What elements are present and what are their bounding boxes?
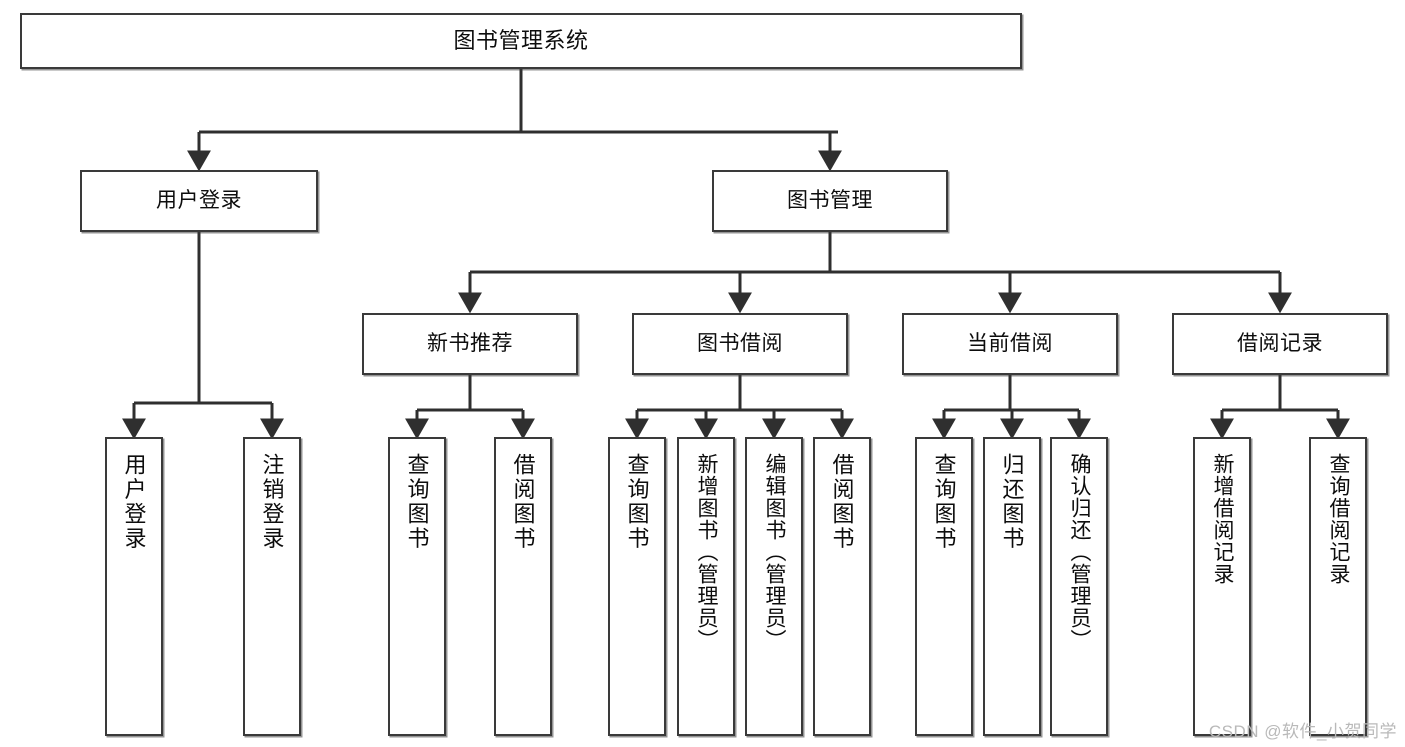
leaf-add-book[interactable]: 新增图书（管理员） [677,437,735,736]
node-borrow-record[interactable]: 借阅记录 [1172,313,1388,375]
leaf-add-borrow-record-label: 新增借阅记录 [1211,453,1235,585]
leaf-edit-book-label: 编辑图书（管理员） [763,453,787,651]
leaf-query-borrow-record-label: 查询借阅记录 [1327,453,1351,585]
node-current-borrow-label: 当前借阅 [967,331,1053,355]
node-root-label: 图书管理系统 [453,28,589,54]
node-new-book-recommend-label: 新书推荐 [427,331,513,355]
node-new-book-recommend[interactable]: 新书推荐 [362,313,578,375]
leaf-borrow-book-2[interactable]: 借阅图书 [813,437,871,736]
leaf-user-logout[interactable]: 注销登录 [243,437,301,736]
leaf-query-borrow-record[interactable]: 查询借阅记录 [1309,437,1367,736]
leaf-add-borrow-record[interactable]: 新增借阅记录 [1193,437,1251,736]
leaf-user-logout-label: 注销登录 [259,453,285,551]
node-book-borrow[interactable]: 图书借阅 [632,313,848,375]
leaf-query-book-2[interactable]: 查询图书 [608,437,666,736]
leaf-add-book-label: 新增图书（管理员） [695,453,719,651]
leaf-user-login-label: 用户登录 [121,453,147,551]
leaf-borrow-book-2-label: 借阅图书 [829,453,855,551]
leaf-query-book-3-label: 查询图书 [931,453,957,551]
leaf-user-login[interactable]: 用户登录 [105,437,163,736]
leaf-edit-book[interactable]: 编辑图书（管理员） [745,437,803,736]
node-book-management-label: 图书管理 [787,188,873,212]
node-book-management[interactable]: 图书管理 [712,170,948,232]
leaf-query-book-1[interactable]: 查询图书 [388,437,446,736]
node-root[interactable]: 图书管理系统 [20,13,1022,69]
leaf-borrow-book-1-label: 借阅图书 [510,453,536,551]
leaf-query-book-3[interactable]: 查询图书 [915,437,973,736]
watermark-text: CSDN @软件_小贺同学 [1208,722,1397,741]
leaf-borrow-book-1[interactable]: 借阅图书 [494,437,552,736]
leaf-confirm-return-label: 确认归还（管理员） [1068,453,1092,651]
leaf-return-book[interactable]: 归还图书 [983,437,1041,736]
node-user-login[interactable]: 用户登录 [80,170,318,232]
node-user-login-label: 用户登录 [156,188,242,212]
node-borrow-record-label: 借阅记录 [1237,331,1323,355]
leaf-confirm-return[interactable]: 确认归还（管理员） [1050,437,1108,736]
leaf-return-book-label: 归还图书 [999,453,1025,551]
node-book-borrow-label: 图书借阅 [697,331,783,355]
leaf-query-book-1-label: 查询图书 [404,453,430,551]
leaf-query-book-2-label: 查询图书 [624,453,650,551]
node-current-borrow[interactable]: 当前借阅 [902,313,1118,375]
